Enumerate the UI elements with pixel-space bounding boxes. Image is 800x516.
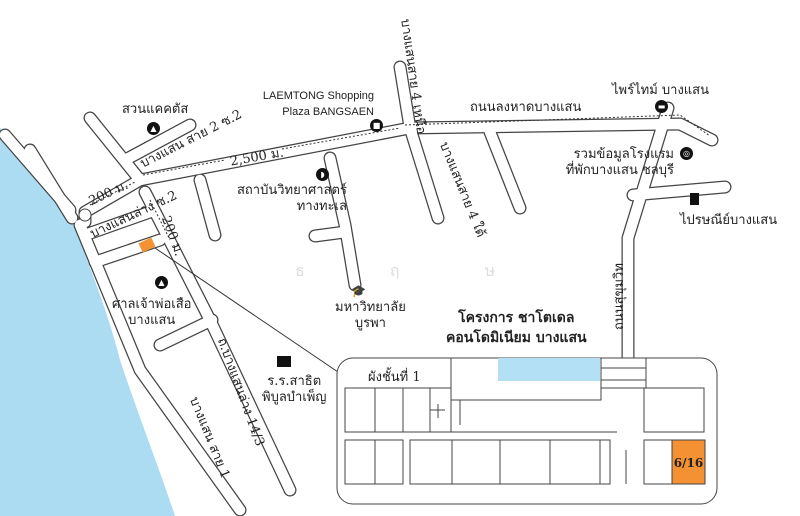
label-suan-cactus: สวนแคคตัส [122,102,189,117]
sea [0,128,175,516]
graduation-cap-icon: 🎓 [351,284,366,298]
project-title: โครงการ ชาโตเดลคอนโดมิเนียม บางแสน [446,310,587,346]
unit-number: 6/16 [673,456,704,470]
shrine-icon: ▲ [155,276,168,289]
label-hotel-info: รวมข้อมูลโรงแรมที่พักบางแสน ชลบุรี [565,147,674,178]
unit-6-16 [671,439,706,485]
floor-plan [336,357,718,505]
label-burapha-university: มหาวิทยาลัยบูรพา [335,300,406,331]
label-satit-school: ร.ร.สาธิตพิบูลบำเพ็ญ [262,374,327,405]
road-beach-road: ถนนลงหาดบางแสน [470,100,582,115]
label-marine-institute: สถาบันวิทยาศาสตร์ทางทะเล [237,183,347,214]
institute-icon: ◗ [316,168,329,181]
school-icon [277,356,291,367]
road-sukhumvit: ถนนสุขุมวิท [612,263,627,330]
shopping-icon: ■ [370,119,383,132]
watermark: ธ ฤ ษ [295,261,536,280]
floor-plan-label: ผังชั้นที่ 1 [368,370,421,385]
bed-icon: ▬ [655,100,668,113]
postbox-icon [690,193,699,205]
distance-markers [89,114,711,241]
park-icon: ▲ [147,122,160,135]
camera-icon: ◎ [680,147,693,160]
roundabout [78,208,92,222]
label-shrine: ศาลเจ้าพ่อเสือบางแสน [112,297,192,328]
label-post-office: ไปรษณีย์บางแสน [680,213,778,228]
label-primetime: ไพร์ไทม์ บางแสน [612,83,709,98]
leader-line [154,247,339,373]
project-location-marker [138,237,156,253]
